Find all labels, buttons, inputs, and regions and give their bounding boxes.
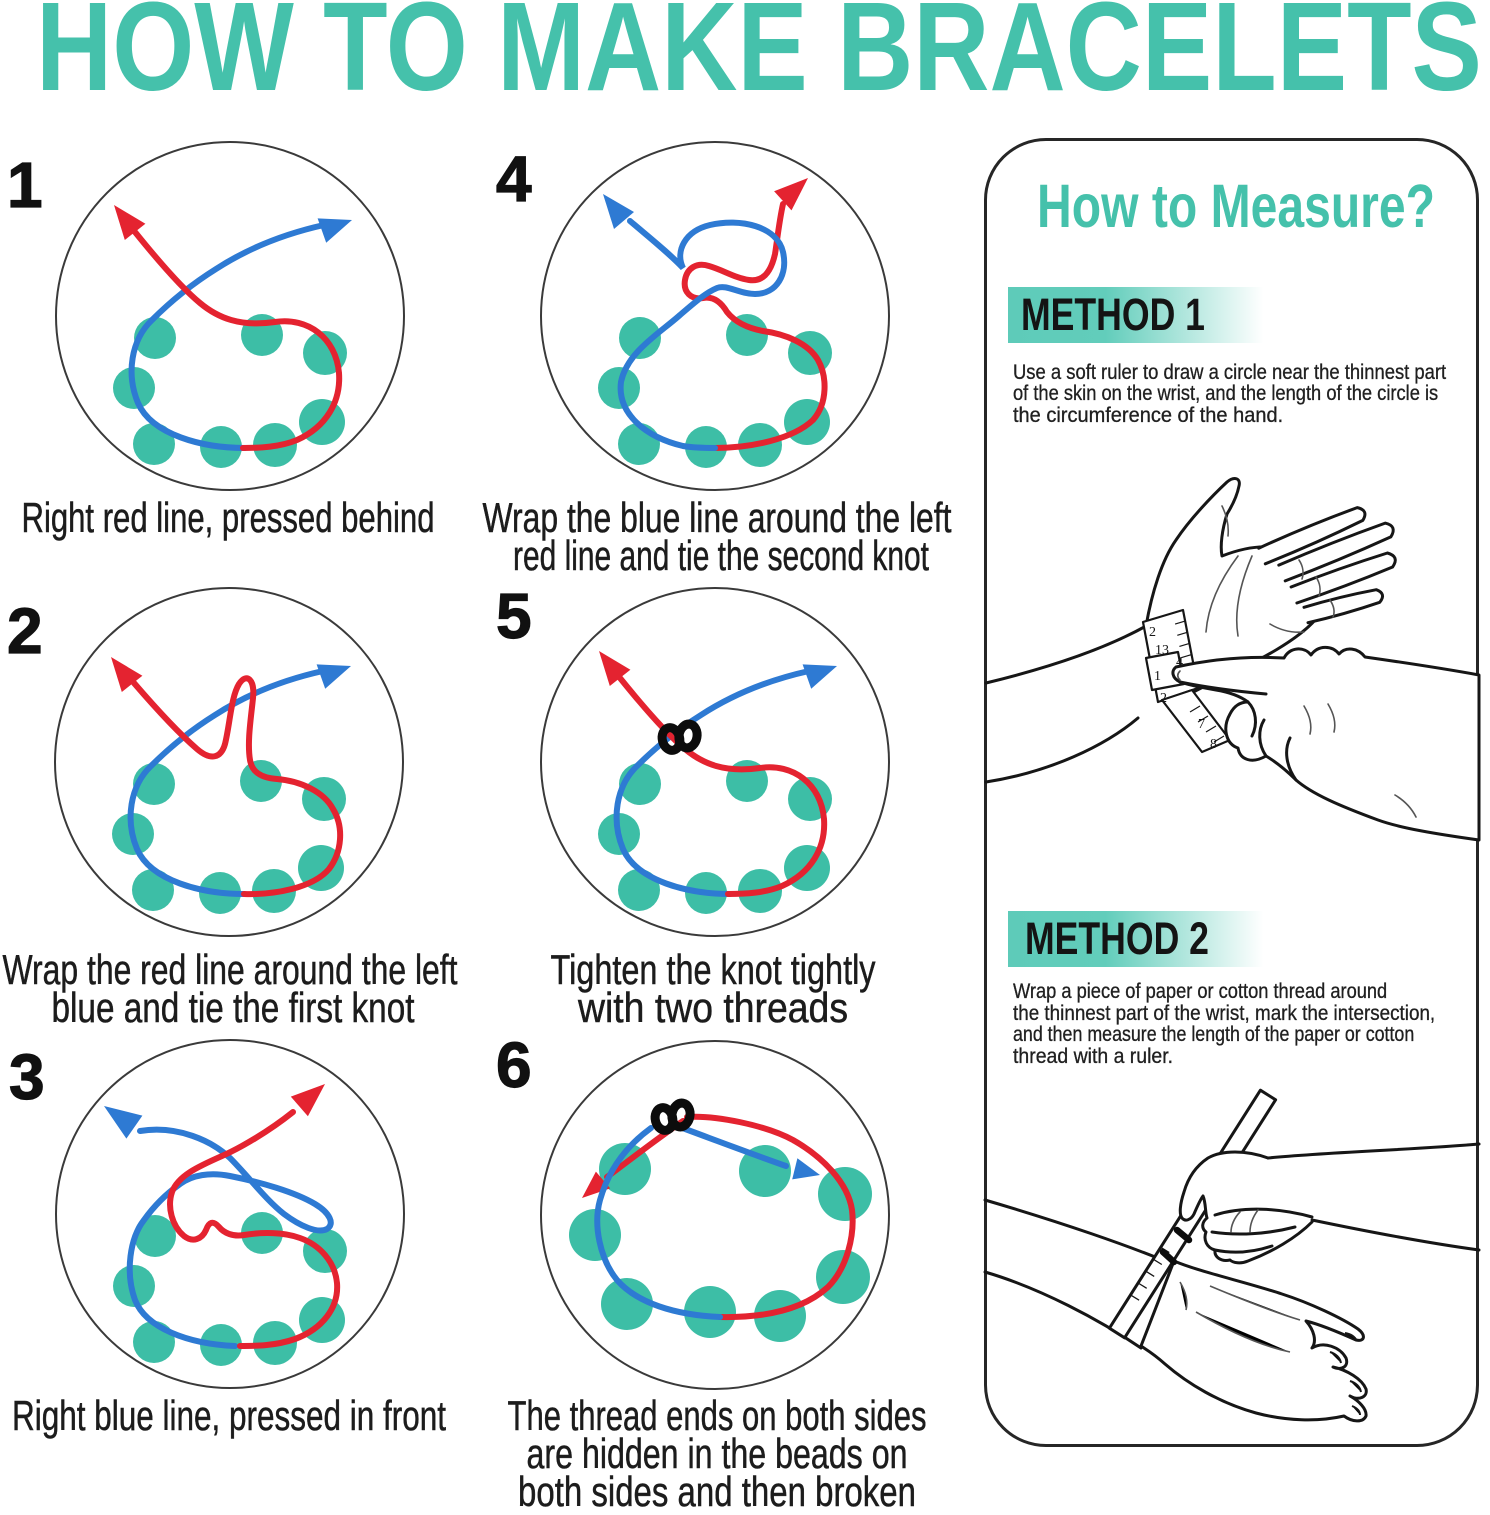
- svg-text:4: 4: [1176, 655, 1183, 670]
- svg-text:1: 1: [1154, 669, 1161, 684]
- svg-text:2: 2: [1149, 625, 1156, 640]
- svg-text:13: 13: [1155, 643, 1169, 658]
- svg-text:8: 8: [1210, 737, 1217, 752]
- svg-text:2: 2: [1160, 691, 1167, 706]
- svg-text:7: 7: [1198, 717, 1205, 732]
